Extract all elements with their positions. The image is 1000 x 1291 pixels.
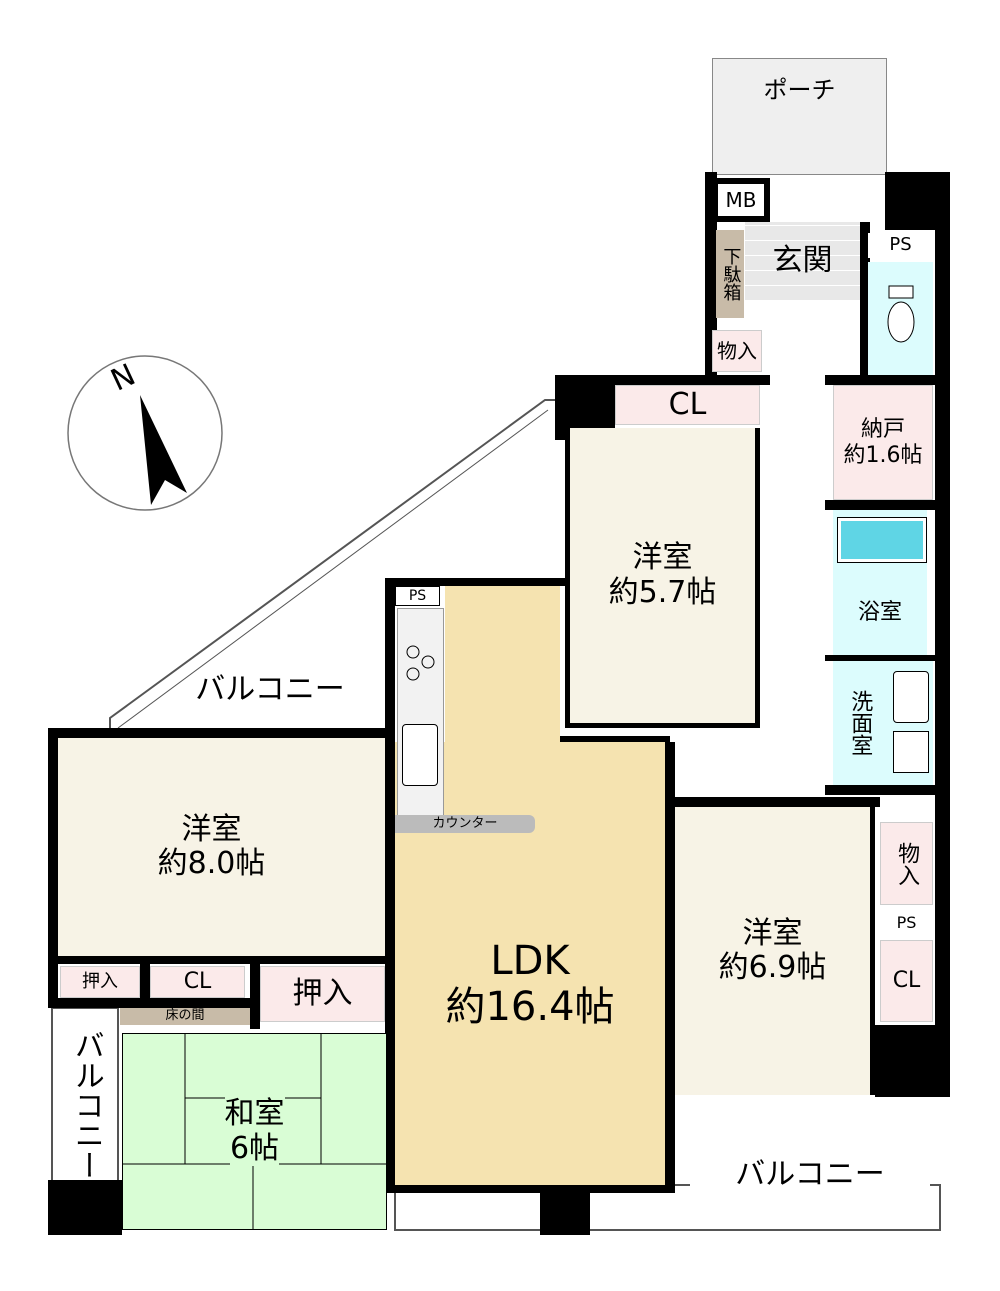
wall <box>250 964 260 1029</box>
wall <box>385 578 395 1193</box>
pipe-space-kitchen: PS <box>395 586 440 606</box>
balcony-bottom: バルコニー <box>690 1150 930 1200</box>
storage-entry: 物入 <box>712 330 762 372</box>
ps-top-label: PS <box>889 234 912 256</box>
closet-left: CL <box>150 966 245 998</box>
toilet <box>868 262 933 375</box>
oshiire-small: 押入 <box>60 966 140 998</box>
wall <box>665 797 880 807</box>
western-room-8-0: 洋室約8.0帖 <box>58 738 385 956</box>
wall <box>555 375 770 385</box>
oshiire-big-label: 押入 <box>292 975 353 1011</box>
oshiire-big: 押入 <box>260 966 385 1022</box>
ldk-size: 約16.4帖 <box>445 983 615 1030</box>
closet-right: CL <box>880 940 933 1022</box>
ldk-label: LDK <box>490 937 570 984</box>
western-80-size: 約8.0帖 <box>157 846 266 881</box>
getabako-label: 下駄箱 <box>720 247 742 301</box>
wall <box>560 736 670 742</box>
washitsu-label: 和室 <box>224 1096 285 1132</box>
oshiire-small-label: 押入 <box>82 970 118 992</box>
north-compass-icon: N <box>67 355 223 511</box>
western-80-label: 洋室 <box>181 811 242 847</box>
stove-icon <box>406 645 435 681</box>
bathroom: 浴室 <box>833 510 927 655</box>
porch-label: ポーチ <box>763 76 836 104</box>
wall <box>825 655 937 661</box>
wall <box>825 375 937 385</box>
meter-box: MB <box>712 178 770 222</box>
wall <box>540 1185 590 1235</box>
tokonoma-label: 床の間 <box>165 1008 205 1024</box>
nando-storage-room: 納戸約1.6帖 <box>833 385 933 500</box>
sink-icon <box>893 671 929 723</box>
tokonoma: 床の間 <box>120 1008 250 1025</box>
wall <box>385 578 565 586</box>
pipe-space-top: PS <box>868 233 933 258</box>
wall <box>705 172 717 377</box>
washroom: 洗面室 <box>833 661 933 785</box>
ps-right-label: PS <box>896 913 917 933</box>
wall <box>48 1180 122 1235</box>
wall <box>385 1185 675 1193</box>
counter-label: カウンター <box>432 815 498 831</box>
storage-right-label: 物入 <box>894 841 920 886</box>
wall <box>140 964 150 1002</box>
balcony-left-label: バルコニー <box>68 1030 104 1180</box>
shoe-cabinet: 下駄箱 <box>716 230 744 318</box>
counter: カウンター <box>395 815 535 833</box>
storage-entry-label: 物入 <box>717 338 757 363</box>
wall <box>48 956 393 964</box>
entrance-genkan: 玄関 <box>745 222 860 300</box>
toilet-icon <box>887 285 914 342</box>
western-57-label: 洋室 <box>632 540 693 575</box>
washroom-label: 洗面室 <box>847 690 873 756</box>
porch: ポーチ <box>712 58 887 175</box>
wall <box>935 172 950 1097</box>
western-69-label: 洋室 <box>742 915 803 951</box>
wall <box>825 500 937 510</box>
wall <box>860 222 870 382</box>
western-69-size: 約6.9帖 <box>718 950 827 985</box>
wall <box>875 1025 950 1097</box>
bath-label: 浴室 <box>857 599 902 625</box>
nando-label: 納戸 <box>860 417 905 443</box>
balcony-left: バルコニー <box>58 1030 113 1180</box>
wall <box>48 728 393 738</box>
ps-kitchen-label: PS <box>408 587 427 604</box>
cl-right-label: CL <box>892 968 921 994</box>
western-room-6-9: 洋室約6.9帖 <box>675 807 875 1095</box>
wall <box>48 728 58 1008</box>
kitchen-counter <box>397 608 444 817</box>
balcony-top: バルコニー <box>170 668 370 712</box>
bathtub-icon <box>837 517 927 563</box>
mb-label: MB <box>725 187 757 212</box>
nando-size: 約1.6帖 <box>843 442 923 468</box>
cl-left-label: CL <box>183 969 212 995</box>
balcony-top-label: バルコニー <box>195 671 345 707</box>
western-57-size: 約5.7帖 <box>608 574 717 610</box>
closet-top: CL <box>615 385 760 425</box>
wall <box>48 998 253 1008</box>
western-room-5-7: 洋室約5.7帖 <box>565 428 760 728</box>
washer-icon <box>893 731 929 773</box>
wall <box>665 742 675 1192</box>
genkan-label: 玄関 <box>772 242 833 278</box>
cl-top-label: CL <box>668 386 707 422</box>
storage-right: 物入 <box>880 822 933 905</box>
kitchen-sink-icon <box>402 724 438 786</box>
washitsu-size: 6帖 <box>229 1130 280 1166</box>
balcony-bottom-label: バルコニー <box>735 1156 885 1192</box>
ldk-upper <box>445 586 560 746</box>
wall <box>825 785 937 795</box>
pipe-space-right: PS <box>880 912 933 935</box>
